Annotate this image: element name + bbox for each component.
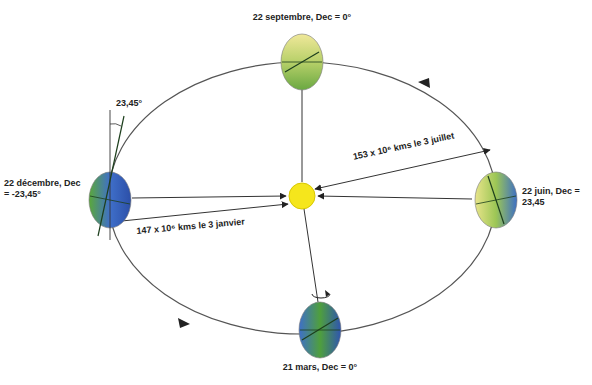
date-label: 22 septembre, Dec = 0° bbox=[232, 12, 372, 23]
distance-label: 147 x 10⁶ kms le 3 janvier bbox=[136, 217, 245, 237]
date-label: 22 décembre, Dec = -23,45° bbox=[4, 178, 84, 200]
date-label: 22 juin, Dec = 23,45 bbox=[522, 186, 588, 208]
date-label: 21 mars, Dec = 0° bbox=[255, 362, 385, 373]
distance-label: 153 x 10⁶ kms le 3 juillet bbox=[352, 131, 455, 163]
tilt-angle: 23,45° bbox=[116, 98, 156, 109]
